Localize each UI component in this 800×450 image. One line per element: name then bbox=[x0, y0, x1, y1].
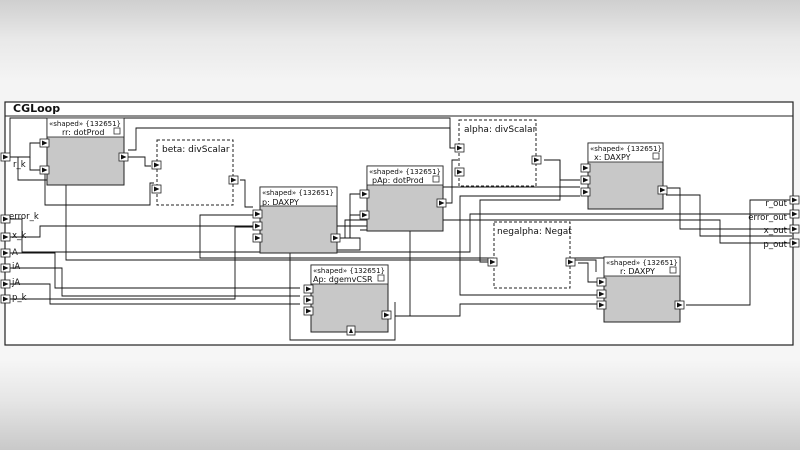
stereotype-label: «shaped» bbox=[262, 189, 296, 197]
block-label: p: DAXPY bbox=[262, 198, 299, 207]
block-label: negalpha: Negat bbox=[497, 227, 572, 237]
svg-text:iA: iA bbox=[12, 262, 20, 272]
output-ports: r_out error_out x_out p_out bbox=[748, 195, 800, 250]
svg-text:«shaped» {132651}: «shaped» {132651} bbox=[262, 189, 334, 197]
output-port-x_out[interactable]: x_out bbox=[764, 224, 800, 236]
block-label: x: DAXPY bbox=[594, 153, 631, 162]
block-ap-dgemvcsr[interactable]: «shaped» {132651} Ap: dgemvCSR bbox=[303, 264, 392, 336]
input-port-x_k[interactable]: x_k bbox=[0, 231, 26, 242]
svg-text:x_k: x_k bbox=[12, 231, 26, 241]
stereotype-label: «shaped» bbox=[369, 168, 403, 176]
block-pap-dotprod[interactable]: «shaped» {132651} pAp: dotProd bbox=[359, 165, 447, 232]
structure-icon bbox=[432, 175, 440, 183]
stereotype-id: {132651} bbox=[349, 267, 385, 275]
svg-text:r_out: r_out bbox=[765, 199, 787, 209]
structure-icon bbox=[652, 152, 660, 160]
output-port-p_out[interactable]: p_out bbox=[763, 238, 800, 250]
stereotype-id: {132651} bbox=[298, 189, 334, 197]
block-label: rr: dotProd bbox=[62, 128, 104, 137]
svg-text:A: A bbox=[12, 248, 18, 258]
svg-text:«shaped» {132651}: «shaped» {132651} bbox=[590, 145, 662, 153]
diagram-title: CGLoop bbox=[13, 102, 60, 115]
block-label: r: DAXPY bbox=[620, 267, 655, 276]
block-beta-divscalar[interactable]: beta: divScalar bbox=[151, 139, 239, 206]
output-port-r_out[interactable]: r_out bbox=[765, 195, 800, 209]
stereotype-label: «shaped» bbox=[590, 145, 624, 153]
output-port-error_out[interactable]: error_out bbox=[748, 209, 800, 223]
input-port-error_k[interactable]: error_k bbox=[0, 212, 39, 224]
svg-text:«shaped» {132651}: «shaped» {132651} bbox=[606, 259, 678, 267]
svg-text:r_k: r_k bbox=[13, 160, 26, 170]
block-label: beta: divScalar bbox=[162, 145, 230, 155]
block-x-daxpy[interactable]: «shaped» {132651} x: DAXPY bbox=[580, 142, 668, 210]
svg-text:error_k: error_k bbox=[9, 212, 39, 222]
svg-text:p_out: p_out bbox=[763, 240, 787, 250]
input-port-iA[interactable]: iA bbox=[0, 262, 20, 273]
input-port-p_k[interactable]: p_k bbox=[0, 293, 27, 304]
stereotype-label: «shaped» bbox=[313, 267, 347, 275]
block-label: pAp: dotProd bbox=[372, 176, 424, 185]
svg-text:jA: jA bbox=[11, 278, 20, 288]
input-ports: r_k error_k x_k A iA jA p_k bbox=[0, 152, 39, 304]
svg-text:error_out: error_out bbox=[748, 213, 787, 223]
stereotype-label: «shaped» bbox=[606, 259, 640, 267]
block-negalpha-negat[interactable]: negalpha: Negat bbox=[487, 221, 576, 289]
stereotype-id: {132651} bbox=[626, 145, 662, 153]
structure-icon bbox=[113, 127, 121, 135]
stereotype-id: {132651} bbox=[85, 120, 121, 128]
block-r-daxpy[interactable]: «shaped» {132651} r: DAXPY bbox=[596, 256, 685, 323]
svg-text:p_k: p_k bbox=[12, 293, 27, 303]
stereotype-id: {132651} bbox=[405, 168, 441, 176]
block-rr-dotprod[interactable]: «shaped» {132651} rr: dotProd bbox=[39, 117, 129, 186]
input-port-jA[interactable]: jA bbox=[0, 278, 20, 289]
svg-text:x_out: x_out bbox=[764, 226, 788, 236]
block-alpha-divscalar[interactable]: alpha: divScalar bbox=[454, 119, 542, 187]
structure-icon bbox=[669, 266, 677, 274]
svg-text:«shaped» {132651}: «shaped» {132651} bbox=[313, 267, 385, 275]
block-label: alpha: divScalar bbox=[464, 125, 537, 135]
block-label: Ap: dgemvCSR bbox=[313, 275, 373, 284]
block-p-daxpy[interactable]: «shaped» {132651} p: DAXPY bbox=[252, 186, 341, 254]
stereotype-label: «shaped» bbox=[49, 120, 83, 128]
input-port-r_k[interactable]: r_k bbox=[0, 152, 26, 170]
stereotype-id: {132651} bbox=[642, 259, 678, 267]
input-port-A[interactable]: A bbox=[0, 248, 18, 258]
svg-text:«shaped» {132651}: «shaped» {132651} bbox=[49, 120, 121, 128]
svg-text:«shaped» {132651}: «shaped» {132651} bbox=[369, 168, 441, 176]
structure-icon bbox=[377, 274, 385, 282]
